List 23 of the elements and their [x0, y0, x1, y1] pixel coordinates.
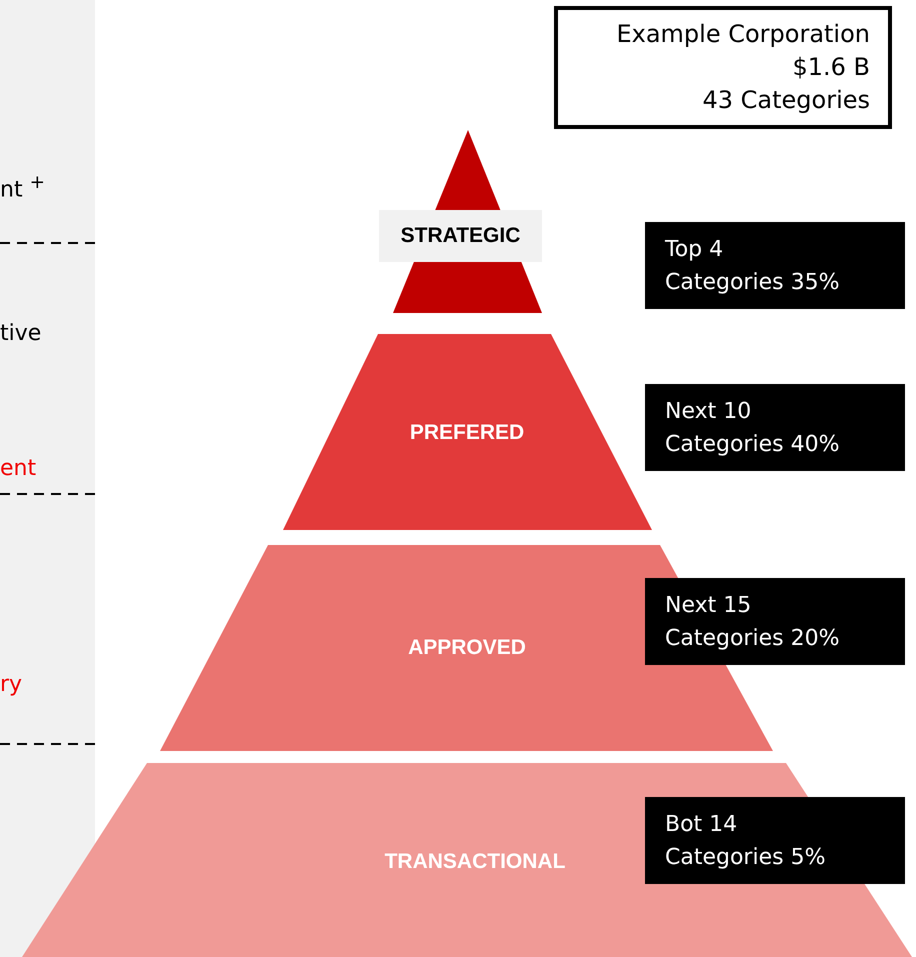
category-text: Top 4: [665, 236, 724, 264]
side-label: ry: [0, 672, 22, 697]
tier-label: STRATEGIC: [379, 210, 542, 262]
category-text: Next 10: [665, 398, 752, 426]
category-text: Categories 40%: [665, 430, 840, 458]
category-box: [645, 384, 905, 471]
tier-label: TRANSACTIONAL: [384, 850, 566, 874]
tier-label: APPROVED: [408, 636, 526, 660]
side-label: nt $^{+}$: [0, 172, 45, 202]
category-text: Categories 5%: [665, 844, 826, 872]
category-box: [645, 222, 905, 309]
summary-text: $1.6 B: [792, 52, 870, 83]
category-box: [645, 578, 905, 665]
side-label: ent: [0, 456, 36, 481]
category-text: Next 15: [665, 592, 752, 620]
category-text: Categories 20%: [665, 624, 840, 652]
summary-text: Example Corporation: [616, 19, 870, 50]
tier-label: PREFERED: [410, 421, 524, 445]
category-text: Bot 14: [665, 810, 738, 838]
side-label: tive: [0, 321, 42, 346]
summary-box: [554, 6, 892, 129]
category-text: Categories 35%: [665, 268, 840, 296]
summary-text: 43 Categories: [702, 85, 870, 116]
